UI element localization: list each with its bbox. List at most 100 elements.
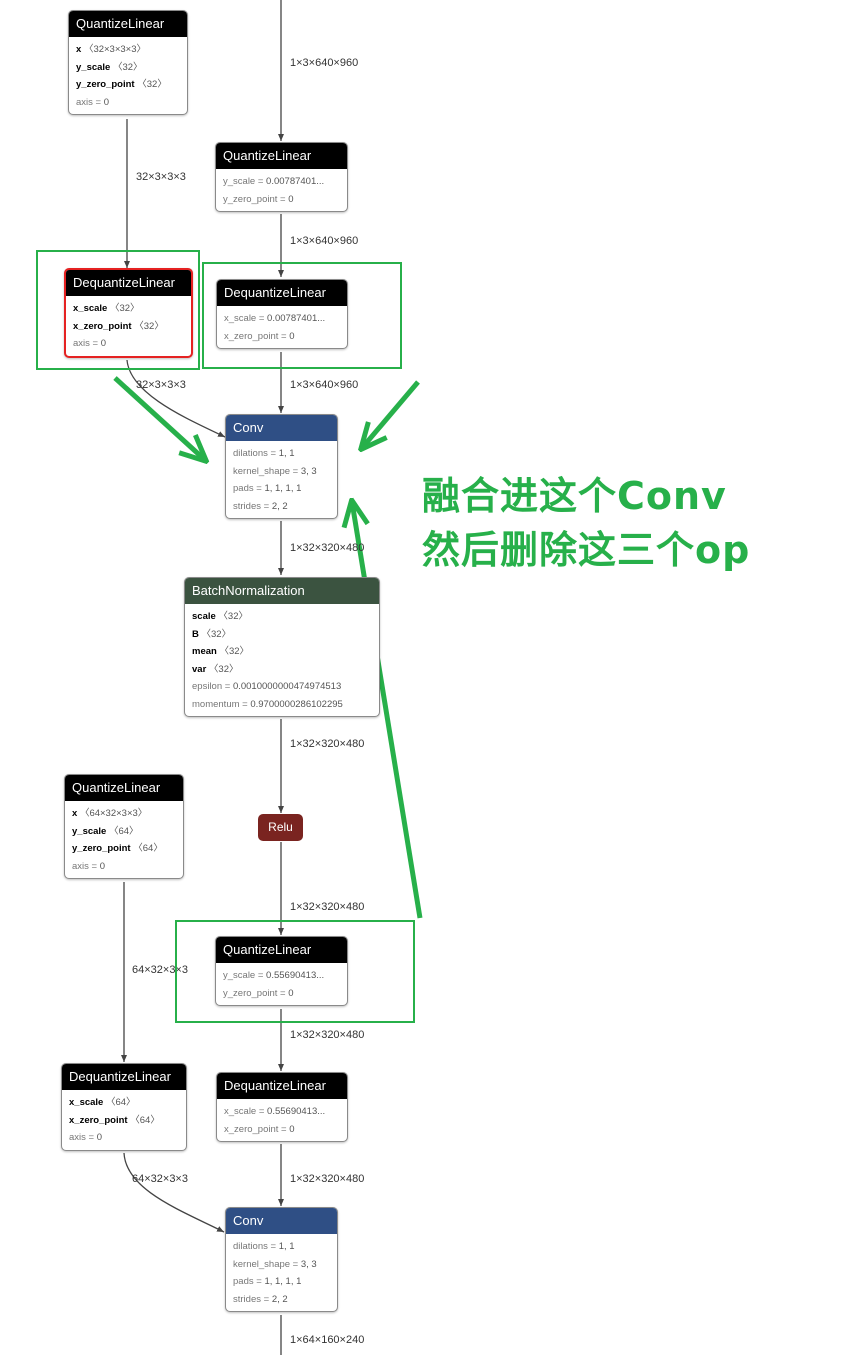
- node-attributes: scale 〈32〉B 〈32〉mean 〈32〉var 〈32〉epsilon…: [185, 604, 379, 716]
- attribute-name: dilations: [233, 1241, 268, 1252]
- attribute-value: 〈32〉: [109, 303, 140, 314]
- attribute-value: 〈32〉: [137, 79, 167, 90]
- relu-node[interactable]: Relu: [258, 814, 303, 841]
- node-attribute-row: dilations = 1, 1: [233, 448, 295, 459]
- attribute-value: 〈64〉: [108, 825, 139, 837]
- attribute-name: pads: [233, 1276, 254, 1287]
- attribute-value: 〈64〉: [130, 1114, 160, 1126]
- attribute-value: 〈64〉: [105, 1097, 136, 1108]
- attribute-name: pads: [233, 483, 254, 494]
- quantize-linear-node[interactable]: QuantizeLinear x 〈32×3×3×3〉y_scale 〈32〉y…: [68, 10, 188, 115]
- node-attributes: dilations = 1, 1 kernel_shape = 3, 3 pads …: [226, 441, 337, 518]
- attribute-value: 0: [96, 1132, 103, 1143]
- node-attribute-row: y_zero_point 〈32〉: [76, 76, 180, 94]
- node-title: DequantizeLinear: [62, 1064, 186, 1090]
- attribute-value: 0.9700000286102295: [250, 698, 343, 710]
- quantize-linear-node[interactable]: QuantizeLinear x 〈64×32×3×3〉y_scale 〈64〉…: [64, 774, 184, 879]
- attribute-name: epsilon: [192, 681, 223, 692]
- annotation-text-line1: 融合进这个Conv: [422, 474, 727, 518]
- attribute-value: 〈32〉: [208, 663, 239, 675]
- dequantize-linear-node-selected[interactable]: DequantizeLinear x_scale 〈32〉x_zero_poin…: [64, 268, 193, 358]
- attribute-value: 〈32〉: [219, 646, 250, 657]
- node-attribute-row: dilations = 1, 1: [233, 1241, 295, 1252]
- attribute-name: x: [72, 808, 78, 819]
- node-title: Conv: [226, 415, 337, 441]
- node-attribute-row: scale 〈32〉: [192, 608, 372, 626]
- node-attribute-row: strides = 2, 2: [233, 1293, 288, 1305]
- dequantize-linear-node[interactable]: DequantizeLinear x_scale = 0.00787401...…: [216, 279, 348, 349]
- attribute-name: kernel_shape: [233, 465, 291, 477]
- attribute-name: B: [192, 628, 199, 640]
- attribute-name: y_scale: [223, 970, 256, 981]
- node-attributes: x_scale = 0.00787401...x_zero_point = 0: [217, 306, 347, 348]
- attribute-value: 0: [288, 987, 294, 999]
- node-attribute-row: y_zero_point = 0: [223, 193, 294, 205]
- node-attribute-row: y_scale = 0.55690413...: [223, 970, 325, 981]
- attribute-value: 1, 1: [278, 1241, 295, 1252]
- node-title: QuantizeLinear: [216, 143, 347, 169]
- node-title: DequantizeLinear: [217, 280, 347, 306]
- node-attribute-row: x_zero_point = 0: [224, 1123, 295, 1135]
- edge-label-q1-dq1: 32×3×3×3: [136, 171, 186, 183]
- attribute-value: 1, 1, 1, 1: [264, 1276, 302, 1287]
- node-attribute-row: strides = 2, 2: [233, 500, 288, 512]
- attribute-value: 2, 2: [271, 1293, 288, 1305]
- node-attribute-row: pads = 1, 1, 1, 1: [233, 1276, 302, 1287]
- node-attribute-row: y_zero_point = 0: [223, 987, 294, 999]
- node-attribute-row: kernel_shape = 3, 3: [233, 465, 317, 477]
- node-attribute-row: x 〈32×3×3×3〉: [76, 41, 180, 59]
- node-attribute-row: pads = 1, 1, 1, 1: [233, 483, 302, 494]
- attribute-name: x: [76, 44, 82, 55]
- annotation-text-line2: 然后删除这三个op: [422, 528, 751, 572]
- attribute-name: x_zero_point: [73, 320, 132, 332]
- attribute-value: 〈32〉: [112, 61, 143, 73]
- attribute-name: x_zero_point: [224, 330, 279, 342]
- attribute-value: 0.55690413...: [266, 970, 325, 981]
- annotation-arrow-right: [362, 380, 420, 448]
- edge-label-dq2-conv1: 1×3×640×960: [290, 379, 359, 391]
- attribute-name: x_scale: [224, 1106, 257, 1117]
- attribute-name: dilations: [233, 448, 268, 459]
- attribute-name: axis: [72, 860, 89, 872]
- attribute-name: y_scale: [72, 825, 107, 837]
- attribute-name: y_zero_point: [223, 987, 278, 999]
- node-attribute-row: y_scale 〈64〉: [72, 823, 176, 841]
- attribute-value: 3, 3: [300, 1258, 317, 1270]
- attribute-name: y_zero_point: [76, 79, 135, 90]
- edge-label-dq4-conv2: 1×32×320×480: [290, 1173, 365, 1185]
- annotation-arrow-left: [113, 376, 205, 460]
- dequantize-linear-node[interactable]: DequantizeLinear x_scale 〈64〉x_zero_poin…: [61, 1063, 187, 1151]
- node-attribute-row: axis = 0: [69, 1132, 103, 1143]
- attribute-name: x_zero_point: [224, 1123, 279, 1135]
- attribute-value: 0.55690413...: [267, 1106, 326, 1117]
- highlight-box-dequantize-input: [202, 262, 402, 369]
- quantize-linear-node-selected[interactable]: QuantizeLinear y_scale = 0.55690413...y_…: [215, 936, 348, 1006]
- attribute-name: y_scale: [223, 176, 256, 187]
- highlight-box-dequantize-weights: [36, 250, 200, 370]
- node-attributes: y_scale = 0.55690413... y_zero_point = 0: [216, 963, 347, 1005]
- node-attribute-row: x_scale = 0.55690413...: [224, 1106, 326, 1117]
- dequantize-linear-node[interactable]: DequantizeLinear x_scale = 0.55690413...…: [216, 1072, 348, 1142]
- node-attribute-row: y_scale = 0.00787401...: [223, 176, 325, 187]
- edge-label-output: 1×64×160×240: [290, 1334, 365, 1346]
- node-attribute-row: epsilon = 0.0010000000474974513: [192, 681, 342, 692]
- attribute-value: 〈32〉: [201, 628, 232, 640]
- node-attribute-row: x_scale 〈64〉: [69, 1094, 179, 1112]
- attribute-name: scale: [192, 611, 216, 622]
- node-attribute-row: x_scale 〈32〉: [73, 300, 184, 318]
- attribute-name: strides: [233, 500, 261, 512]
- node-title: QuantizeLinear: [216, 937, 347, 963]
- attribute-value: 1, 1, 1, 1: [264, 483, 302, 494]
- attribute-value: 〈32〉: [134, 320, 164, 332]
- edge-label-dq3-conv2: 64×32×3×3: [132, 1173, 188, 1185]
- quantize-linear-node[interactable]: QuantizeLinear y_scale = 0.00787401...y_…: [215, 142, 348, 212]
- conv-node[interactable]: Conv dilations = 1, 1 kernel_shape = 3, 3…: [225, 414, 338, 519]
- node-attributes: x_scale 〈64〉x_zero_point 〈64〉axis = 0: [62, 1090, 186, 1150]
- node-attribute-row: y_zero_point 〈64〉: [72, 840, 176, 858]
- batch-normalization-node[interactable]: BatchNormalization scale 〈32〉B 〈32〉mean …: [184, 577, 380, 717]
- attribute-name: mean: [192, 646, 217, 657]
- node-attribute-row: axis = 0: [72, 860, 106, 872]
